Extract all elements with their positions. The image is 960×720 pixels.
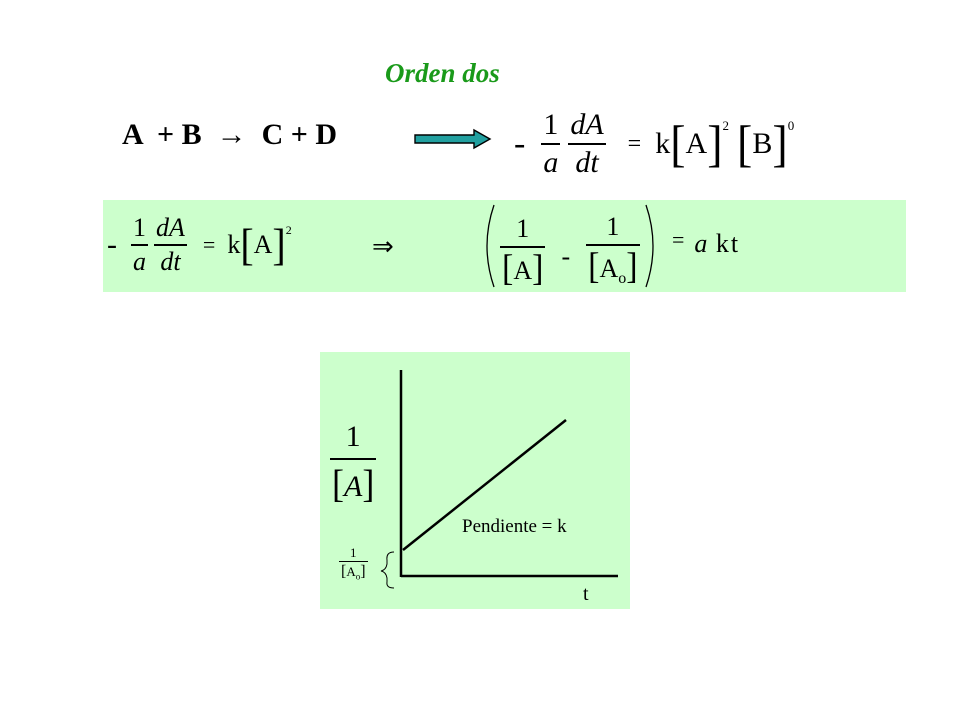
y-label-numerator: 1	[345, 420, 361, 453]
subscript-zero: o	[355, 571, 361, 582]
left-bracket: [	[670, 115, 686, 172]
fraction-numerator: 1	[133, 213, 146, 242]
exponent-A: 2	[285, 223, 292, 237]
reaction-equation: A + B → C + D	[122, 118, 338, 151]
y-axis-label: 1 [A]	[330, 420, 377, 506]
derivative-dA-dt: dA dt	[154, 215, 187, 275]
species-B: B	[752, 127, 773, 160]
right-bracket: ]	[707, 115, 723, 172]
rate-constant-k: k	[655, 127, 671, 160]
fraction-numerator: 1	[516, 213, 530, 243]
species-A: A	[253, 230, 273, 259]
right-bracket: ]	[272, 219, 286, 270]
fraction-denominator: a	[543, 146, 559, 179]
derivative-numerator: dA	[156, 213, 185, 242]
left-bracket: [	[737, 115, 753, 172]
species-A: A	[513, 255, 533, 285]
species-A: A	[346, 564, 356, 579]
stoich-a: a	[694, 229, 708, 258]
plot-panel	[320, 352, 630, 609]
derivative-numerator: dA	[570, 108, 604, 141]
fraction-numerator: 1	[543, 108, 559, 141]
derivative-denominator: dt	[575, 146, 599, 179]
kt-term: kt	[707, 229, 741, 258]
y-label-denominator: [A]	[332, 462, 375, 506]
minus-sign: -	[107, 228, 117, 261]
fraction-one-over-a: 1 a	[131, 215, 148, 275]
integrated-rate-law: 1 [A] - 1 [Ao]	[500, 214, 640, 287]
minus-sign: -	[561, 241, 571, 271]
equals-sign: =	[672, 227, 685, 252]
fraction-one-over-a: 1 a	[541, 108, 561, 179]
intercept-label: 1 [Ao]	[339, 546, 368, 582]
fraction-denominator: a	[133, 247, 146, 276]
slope-label: Pendiente = k	[462, 516, 567, 537]
intercept-denominator: [Ao]	[341, 563, 366, 582]
species-A: A	[344, 470, 363, 503]
plot-axes	[380, 370, 618, 589]
exponent-A: 2	[722, 118, 730, 133]
fraction-one-over-A0: 1 [Ao]	[586, 212, 640, 288]
species-A: A	[599, 254, 619, 283]
equals-sign: =	[202, 232, 216, 257]
derivative-dA-dt: dA dt	[568, 108, 606, 179]
intercept-fraction: 1 [Ao]	[339, 546, 368, 582]
fraction-denominator: [Ao]	[588, 246, 638, 288]
rate-constant-k: k	[227, 230, 241, 259]
derivative-denominator: dt	[160, 247, 181, 276]
rate-law-general: - 1 a dA dt = k [A] 2 [B] 0	[514, 110, 794, 178]
y-label-fraction: 1 [A]	[330, 420, 377, 506]
species-A: A	[685, 127, 708, 160]
subscript-zero: o	[618, 270, 627, 288]
fraction-numerator: 1	[606, 212, 620, 241]
x-axis-label: t	[583, 583, 589, 605]
slide-title: Orden dos	[385, 58, 500, 88]
left-paren	[486, 204, 495, 288]
implies-arrow-icon: ⇒	[372, 232, 394, 262]
right-bracket: ]	[772, 115, 788, 172]
right-arrow-icon	[414, 128, 492, 150]
minus-sign: -	[514, 125, 526, 162]
linear-trend-line	[402, 419, 567, 551]
right-paren	[645, 204, 654, 288]
fraction-denominator: [A]	[502, 247, 544, 289]
rate-law-second-order: - 1 a dA dt = k [A] 2	[107, 215, 292, 275]
equals-sign: =	[627, 130, 642, 157]
left-bracket: [	[240, 219, 254, 270]
integrated-rhs: = a kt	[672, 227, 741, 259]
fraction-one-over-A: 1 [A]	[500, 213, 546, 289]
exponent-B: 0	[787, 118, 795, 133]
intercept-numerator: 1	[350, 545, 357, 560]
